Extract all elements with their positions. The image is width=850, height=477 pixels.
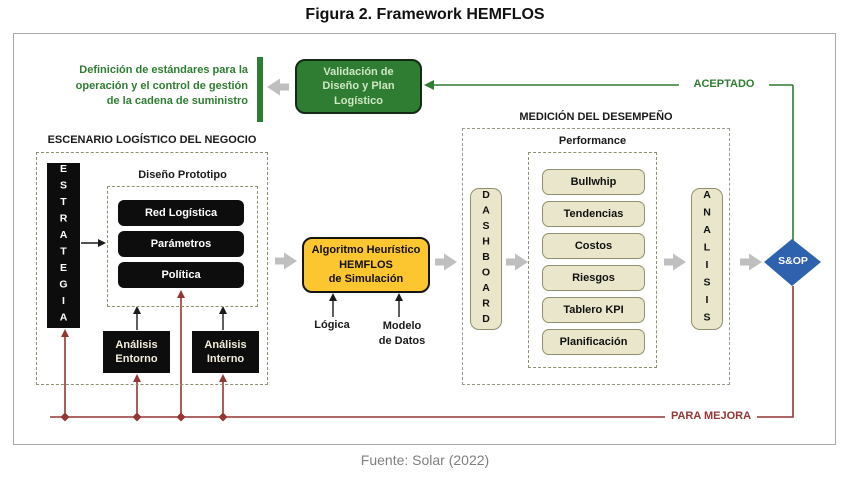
prototype-item-red-logistica: Red Logística: [118, 200, 244, 226]
prototype-label: Diseño Prototipo: [138, 169, 227, 181]
performance-item-riesgos: Riesgos: [542, 265, 645, 291]
performance-dashed-box: [528, 152, 657, 368]
sop-label: S&OP: [778, 255, 808, 267]
performance-item-bullwhip: Bullwhip: [542, 169, 645, 195]
performance-item-costos: Costos: [542, 233, 645, 259]
black-arrowheads-icon: [98, 239, 403, 314]
analysis-entorno-box: Análisis Entorno: [103, 331, 170, 373]
green-divider-bar: [257, 57, 263, 122]
algorithm-box: Algoritmo Heurístico HEMFLOS de Simulaci…: [302, 237, 430, 293]
logic-label: Lógica: [314, 319, 350, 331]
analisis-box: ANALISIS: [691, 188, 723, 330]
flow-arrow-icons: [267, 78, 762, 271]
performance-item-tablero-kpi: Tablero KPI: [542, 297, 645, 323]
accepted-label: ACEPTADO: [679, 78, 769, 90]
dashboard-box: DASHBOARD: [470, 188, 502, 330]
performance-item-planificacion: Planificación: [542, 329, 645, 355]
standards-note: Definición de estándares para la operaci…: [75, 64, 248, 107]
prototype-item-politica: Política: [118, 262, 244, 288]
scenario-dashed-box: [36, 152, 268, 385]
para-mejora-label: PARA MEJORA: [665, 410, 757, 422]
prototype-item-parametros: Parámetros: [118, 231, 244, 257]
measurement-dashed-box: [462, 128, 730, 385]
data-model-label: Modelo de Datos: [378, 320, 426, 347]
black-arrow-lines: [81, 242, 400, 330]
improve-line: [50, 286, 794, 418]
source-caption: Fuente: Solar (2022): [360, 452, 490, 468]
scenario-header: ESCENARIO LOGÍSTICO DEL NEGOCIO: [47, 134, 257, 146]
prototype-dashed-box: [107, 186, 258, 307]
performance-label: Performance: [558, 135, 627, 147]
performance-item-tendencias: Tendencias: [542, 201, 645, 227]
measurement-header: MEDICIÓN DEL DESEMPEÑO: [519, 111, 673, 123]
improve-arrowheads-icon: [60, 290, 228, 422]
figure-title: Figura 2. Framework HEMFLOS: [305, 6, 545, 23]
analysis-interno-box: Análisis Interno: [192, 331, 259, 373]
sop-diamond: [764, 239, 821, 286]
accepted-arrowhead-icon: [424, 80, 434, 90]
validation-box: Validación de Diseño y Plan Logístico: [295, 59, 422, 114]
strategy-box: ESTRATEGIA: [47, 163, 80, 328]
